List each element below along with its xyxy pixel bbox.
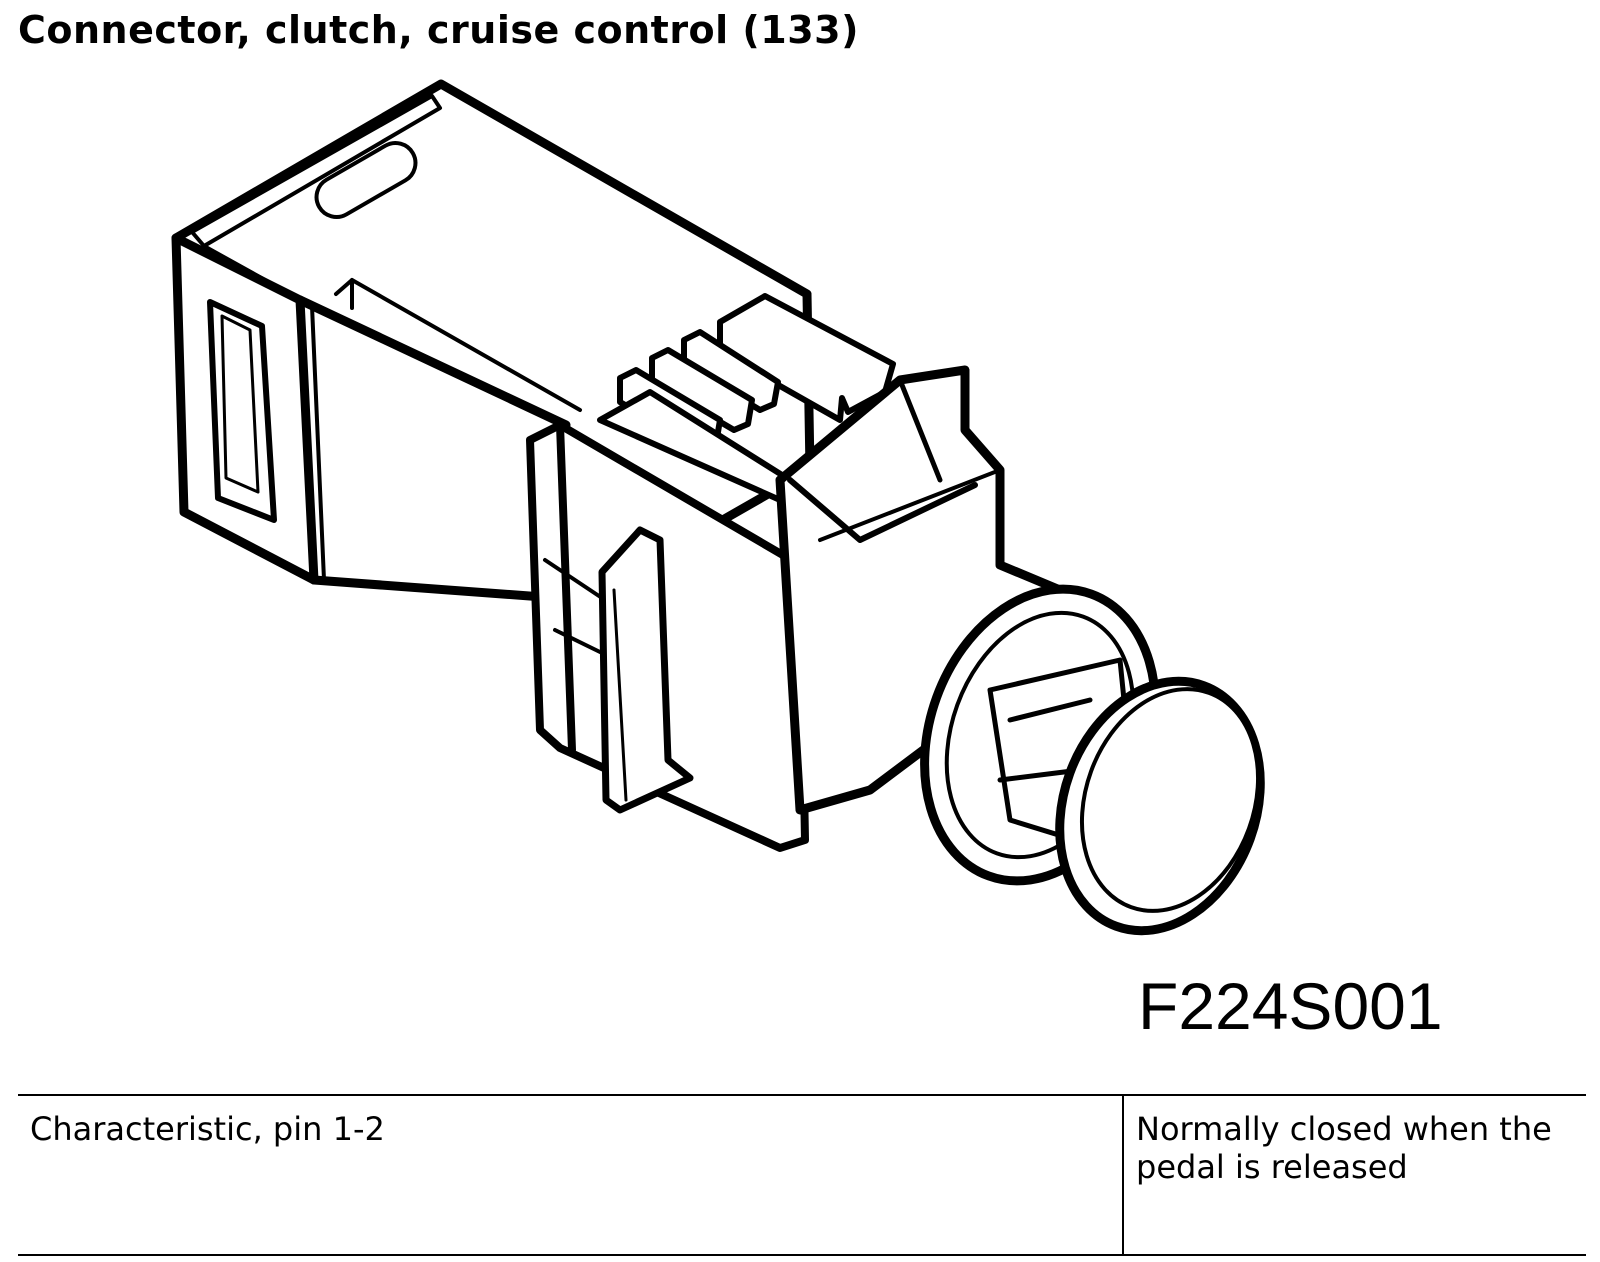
plunger-cap (1055, 676, 1265, 936)
spec-table: Characteristic, pin 1-2 Normally closed … (18, 1094, 1586, 1256)
front-neck (775, 365, 1075, 815)
collar-clip (598, 526, 694, 814)
figure-code: F224S001 (1138, 969, 1443, 1043)
spec-characteristic: Characteristic, pin 1-2 (18, 1096, 1124, 1254)
page-title: Connector, clutch, cruise control (133) (18, 8, 859, 52)
connector-illustration (171, 79, 1265, 936)
terminal-blocks (597, 293, 896, 503)
side-latch-window (207, 299, 277, 523)
spec-value: Normally closed when the pedal is releas… (1136, 1110, 1552, 1186)
rear-housing-detail (190, 94, 582, 582)
